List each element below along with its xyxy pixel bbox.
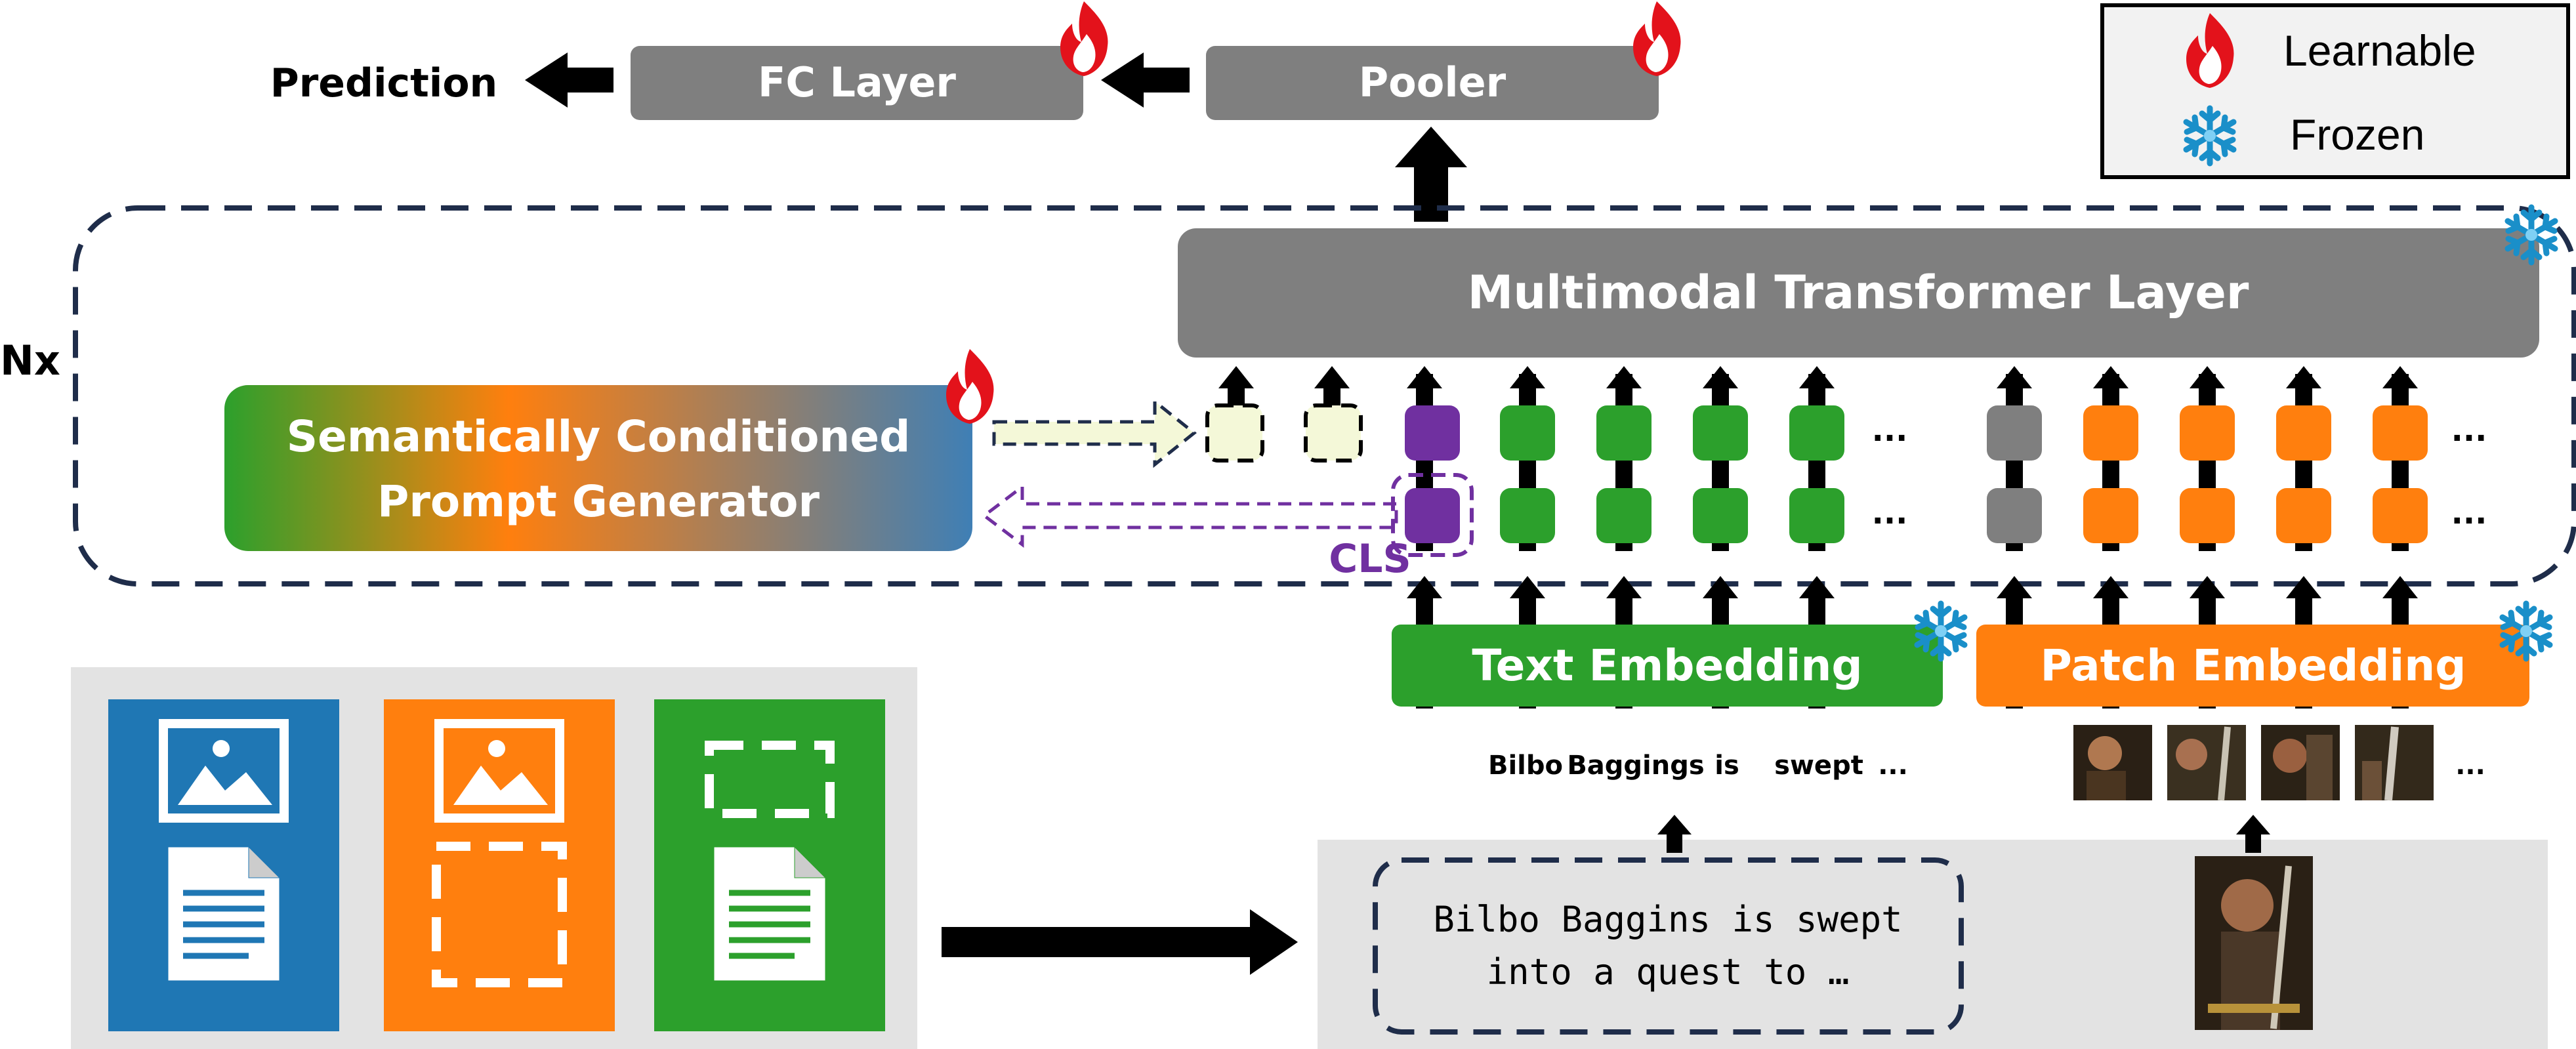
patch-token-columns <box>1987 366 2428 551</box>
ellipsis: ... <box>1872 495 1908 531</box>
input-text-box <box>1373 857 1964 1035</box>
text-embedding-label: Text Embedding <box>1472 640 1862 691</box>
token-text: Bilbo <box>1488 751 1563 781</box>
prompt-generator-flame-icon <box>946 349 994 424</box>
cls-token-bottom <box>1405 488 1460 543</box>
transformer-layer-box <box>1178 228 2539 358</box>
input-text-line1: Bilbo Baggins is swept <box>1433 899 1902 940</box>
legend-box <box>2100 3 2570 179</box>
prompt-generator-line1: Semantically Conditioned <box>287 411 911 462</box>
nx-label: Nx <box>0 337 60 384</box>
ellipsis: ... <box>1872 412 1908 449</box>
token-text: swept <box>1774 751 1863 781</box>
patch-embedding-box <box>1976 625 2529 707</box>
prompt-generator-line2: Prompt Generator <box>377 476 820 527</box>
arrow-to-fc <box>1101 52 1190 108</box>
arrow-text-to-tokens <box>1657 815 1692 853</box>
token-text: is <box>1714 751 1739 781</box>
token-ellipsis: ... <box>1878 751 1908 781</box>
patch-thumbnail <box>2073 725 2152 800</box>
ellipsis: ... <box>2451 412 2487 449</box>
prediction-label: Prediction <box>270 60 498 106</box>
pooler-label: Pooler <box>1359 58 1506 106</box>
arrow-to-prediction <box>525 52 613 108</box>
input-text-line2: into a quest to … <box>1487 951 1850 993</box>
pooler-box <box>1206 46 1659 120</box>
patch-thumbnail <box>2355 725 2434 801</box>
nx-repeat-block <box>73 205 2576 586</box>
missing-document-placeholder <box>432 842 567 987</box>
cls-highlight <box>1391 473 1474 557</box>
transformer-layer-label: Multimodal Transformer Layer <box>1468 266 2249 319</box>
patch-embedding-label: Patch Embedding <box>2041 640 2466 691</box>
cls-token-top <box>1405 405 1460 461</box>
legend-learnable-label: Learnable <box>2283 26 2476 75</box>
cls-label: CLS <box>1329 536 1411 582</box>
pooler-flame-icon <box>1633 1 1681 76</box>
fc-layer-box <box>631 46 1083 120</box>
prompt-token <box>1304 403 1363 463</box>
input-panel <box>1318 840 2548 1049</box>
patch-thumbnail <box>2261 725 2340 800</box>
arrow-image-to-patches <box>2236 815 2270 853</box>
fc-layer-flame-icon <box>1060 1 1108 76</box>
prompt-output-arrow <box>992 398 1197 468</box>
text-embedding-box <box>1392 625 1943 707</box>
movie-poster-image <box>2195 856 2313 1030</box>
legend-frozen-label: Frozen <box>2290 110 2424 159</box>
patch-thumbnails <box>2073 725 2434 801</box>
patch-ellipsis: ... <box>2455 751 2485 781</box>
input-arrow <box>942 909 1298 975</box>
text-token-columns <box>1500 366 1844 551</box>
prompt-token <box>1205 403 1264 463</box>
patch-thumbnail <box>2167 725 2246 801</box>
prompt-generator-box <box>224 385 972 551</box>
document-icon <box>168 847 280 981</box>
token-text: Baggings <box>1567 751 1704 781</box>
document-icon <box>714 847 825 981</box>
cls-feedback-arrow <box>981 483 1398 548</box>
missing-image-placeholder <box>705 741 835 818</box>
token-columns <box>1205 366 2428 557</box>
ellipsis: ... <box>2451 495 2487 531</box>
fc-layer-label: FC Layer <box>758 58 956 106</box>
arrow-to-pooler <box>1395 127 1467 222</box>
